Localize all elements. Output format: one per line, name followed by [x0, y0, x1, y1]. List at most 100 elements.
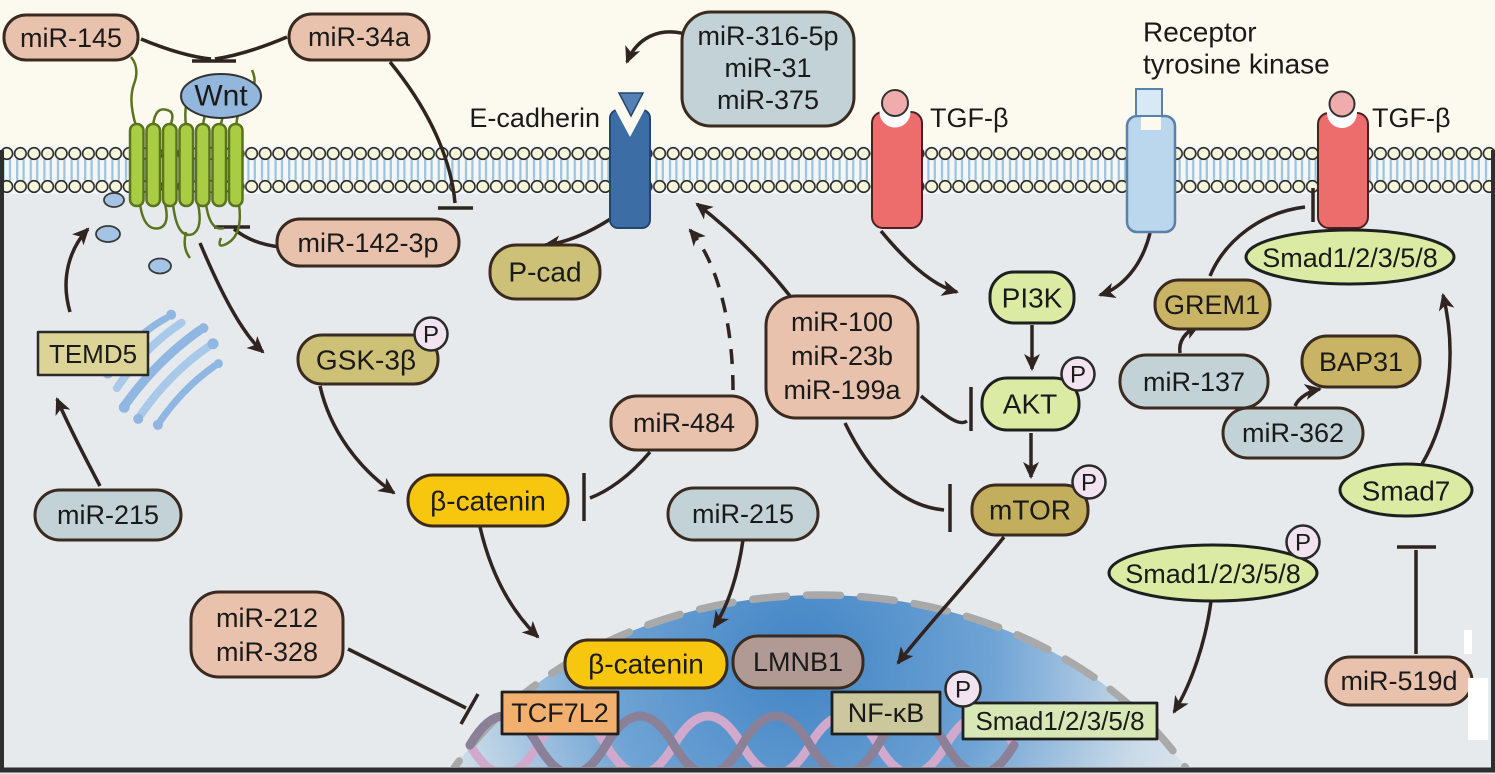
tgfb-left-label: TGF-β [930, 103, 1009, 133]
smad12358-p-label: Smad1/2/3/5/8 [1125, 559, 1301, 589]
edge-bcatenin-to-nucleus [478, 526, 540, 639]
bcatenin-label: β-catenin [430, 486, 546, 517]
smad12358-nucleus-label: Smad1/2/3/5/8 [975, 706, 1144, 736]
node-mir316-group [680, 10, 856, 128]
node-bap31 [1300, 334, 1422, 389]
smad7-label: Smad7 [1362, 476, 1451, 507]
node-mir215-center [666, 486, 820, 542]
edge-mir215c-to-lmnb1 [712, 539, 745, 629]
edge-mir362-to-bap31 [1293, 384, 1322, 407]
bap31-label: BAP31 [1319, 347, 1403, 377]
edge-wnt-to-gsk3b [198, 242, 265, 354]
nuclear-envelope [450, 591, 1190, 767]
mir212-label: miR-212 [216, 603, 318, 633]
ecadherin-notch [615, 109, 645, 137]
node-temd5 [36, 330, 150, 377]
gsk3b-label: GSK-3β [316, 345, 416, 376]
grem1-label: GREM1 [1164, 290, 1260, 320]
node-tcf7l2 [500, 690, 620, 736]
vesicles-icon [95, 192, 172, 275]
phospho-badges: P P P P P [413, 316, 1321, 708]
edge-grem1-inhibits-tgfbr [1208, 205, 1306, 277]
mir375-label: miR-375 [717, 85, 819, 115]
rtk-receptor [1125, 88, 1177, 234]
tcf7l2-label: TCF7L2 [511, 698, 609, 728]
node-mir142-3p [275, 217, 461, 268]
mir34a-label: miR-34a [308, 22, 411, 52]
mir100-label: miR-100 [791, 307, 893, 337]
mir215-left-label: miR-215 [57, 500, 159, 530]
phospho-label: P [1295, 530, 1311, 557]
ecadherin-label: E-cadherin [469, 103, 600, 133]
edge-mir100-inhibits-akt [919, 394, 969, 425]
mir362-label: miR-362 [1242, 418, 1344, 448]
edge-smadp-to-nucleus [1172, 600, 1213, 714]
temd5-label: TEMD5 [49, 339, 137, 369]
nfkb-label: NF-κB [848, 698, 925, 728]
phospho-label: P [423, 322, 439, 349]
mir31-label: miR-31 [724, 53, 811, 83]
edge-mir100-to-ecadherin [695, 202, 792, 298]
node-mir215-left [33, 488, 183, 542]
mir145-label: miR-145 [20, 23, 122, 53]
mir484-label: miR-484 [633, 408, 735, 438]
mir316-5p-label: miR-316-5p [697, 21, 838, 51]
edge-temd5-to-membrane [64, 227, 90, 313]
node-bcatenin-nucleus [563, 638, 729, 690]
node-nfkb [830, 690, 942, 736]
node-mir145 [2, 13, 140, 62]
node-smad7 [1338, 462, 1474, 518]
tgfb-receptor-left [871, 89, 923, 229]
edge-mir212-inhibits-tcf7l2 [347, 647, 467, 710]
node-pcad [488, 243, 602, 301]
rtk-label-line2: tyrosine kinase [1143, 49, 1330, 80]
edge-mir34a-inhibits-wnt [214, 35, 288, 61]
ecadherin-receptor [609, 92, 651, 229]
mir137-label: miR-137 [1143, 367, 1245, 397]
node-akt [980, 376, 1081, 432]
pcad-label: P-cad [508, 257, 581, 288]
mir328-label: miR-328 [216, 637, 318, 667]
smad12358-top-label: Smad1/2/3/5/8 [1262, 243, 1438, 273]
node-mir137 [1118, 353, 1270, 410]
node-wnt [180, 73, 262, 119]
edge-tgfb-to-pi3k [879, 229, 959, 296]
node-smad12358-p [1107, 543, 1319, 603]
mir215-center-label: miR-215 [692, 499, 794, 529]
mir23b-label: miR-23b [791, 341, 893, 371]
node-smad12358-top [1244, 228, 1456, 286]
phospho-gsk3b: P [413, 316, 449, 352]
rtk-notch [1141, 114, 1161, 130]
node-smad12358-nucleus [961, 701, 1159, 741]
wnt-label: Wnt [194, 80, 248, 113]
phospho-label: P [1070, 362, 1086, 389]
edge-rtk-to-pi3k [1098, 232, 1152, 299]
nodes: Wnt miR-145 miR-34a miR-316-5p miR-31 mi… [2, 10, 1474, 741]
edge-mir34a-inhibits-ecadherin [388, 60, 457, 204]
akt-label: AKT [1003, 389, 1057, 420]
node-mir34a [287, 12, 431, 62]
edge-mir484-inhibits-bcatenin [589, 450, 652, 500]
wnt-receptor-helices [128, 122, 244, 208]
rtk-label-line1: Receptor [1143, 17, 1257, 48]
mir142-3p-label: miR-142-3p [297, 228, 438, 258]
bcatenin-nucleus-label: β-catenin [588, 649, 704, 680]
phospho-mtor: P [1071, 464, 1107, 500]
mir519d-label: miR-519d [1340, 666, 1457, 696]
node-mir212-group [189, 590, 345, 679]
connectors [55, 30, 1455, 725]
pi3k-label: PI3K [1002, 283, 1063, 314]
node-mir100-group [764, 294, 920, 420]
phospho-label: P [955, 677, 971, 704]
edge-gsk3b-to-bcatenin [318, 385, 396, 495]
node-lmnb1 [731, 634, 865, 690]
mtor-label: mTOR [989, 495, 1071, 526]
tgfb-receptor-right [1317, 90, 1369, 229]
ecadherin-ligand-triangle [617, 92, 645, 118]
node-bcatenin [406, 473, 570, 528]
edge-artifacts [1464, 630, 1488, 740]
rtk-ligand-square [1135, 88, 1163, 117]
edge-mir100-inhibits-mtor [843, 422, 945, 512]
lmnb1-label: LMNB1 [753, 647, 843, 677]
